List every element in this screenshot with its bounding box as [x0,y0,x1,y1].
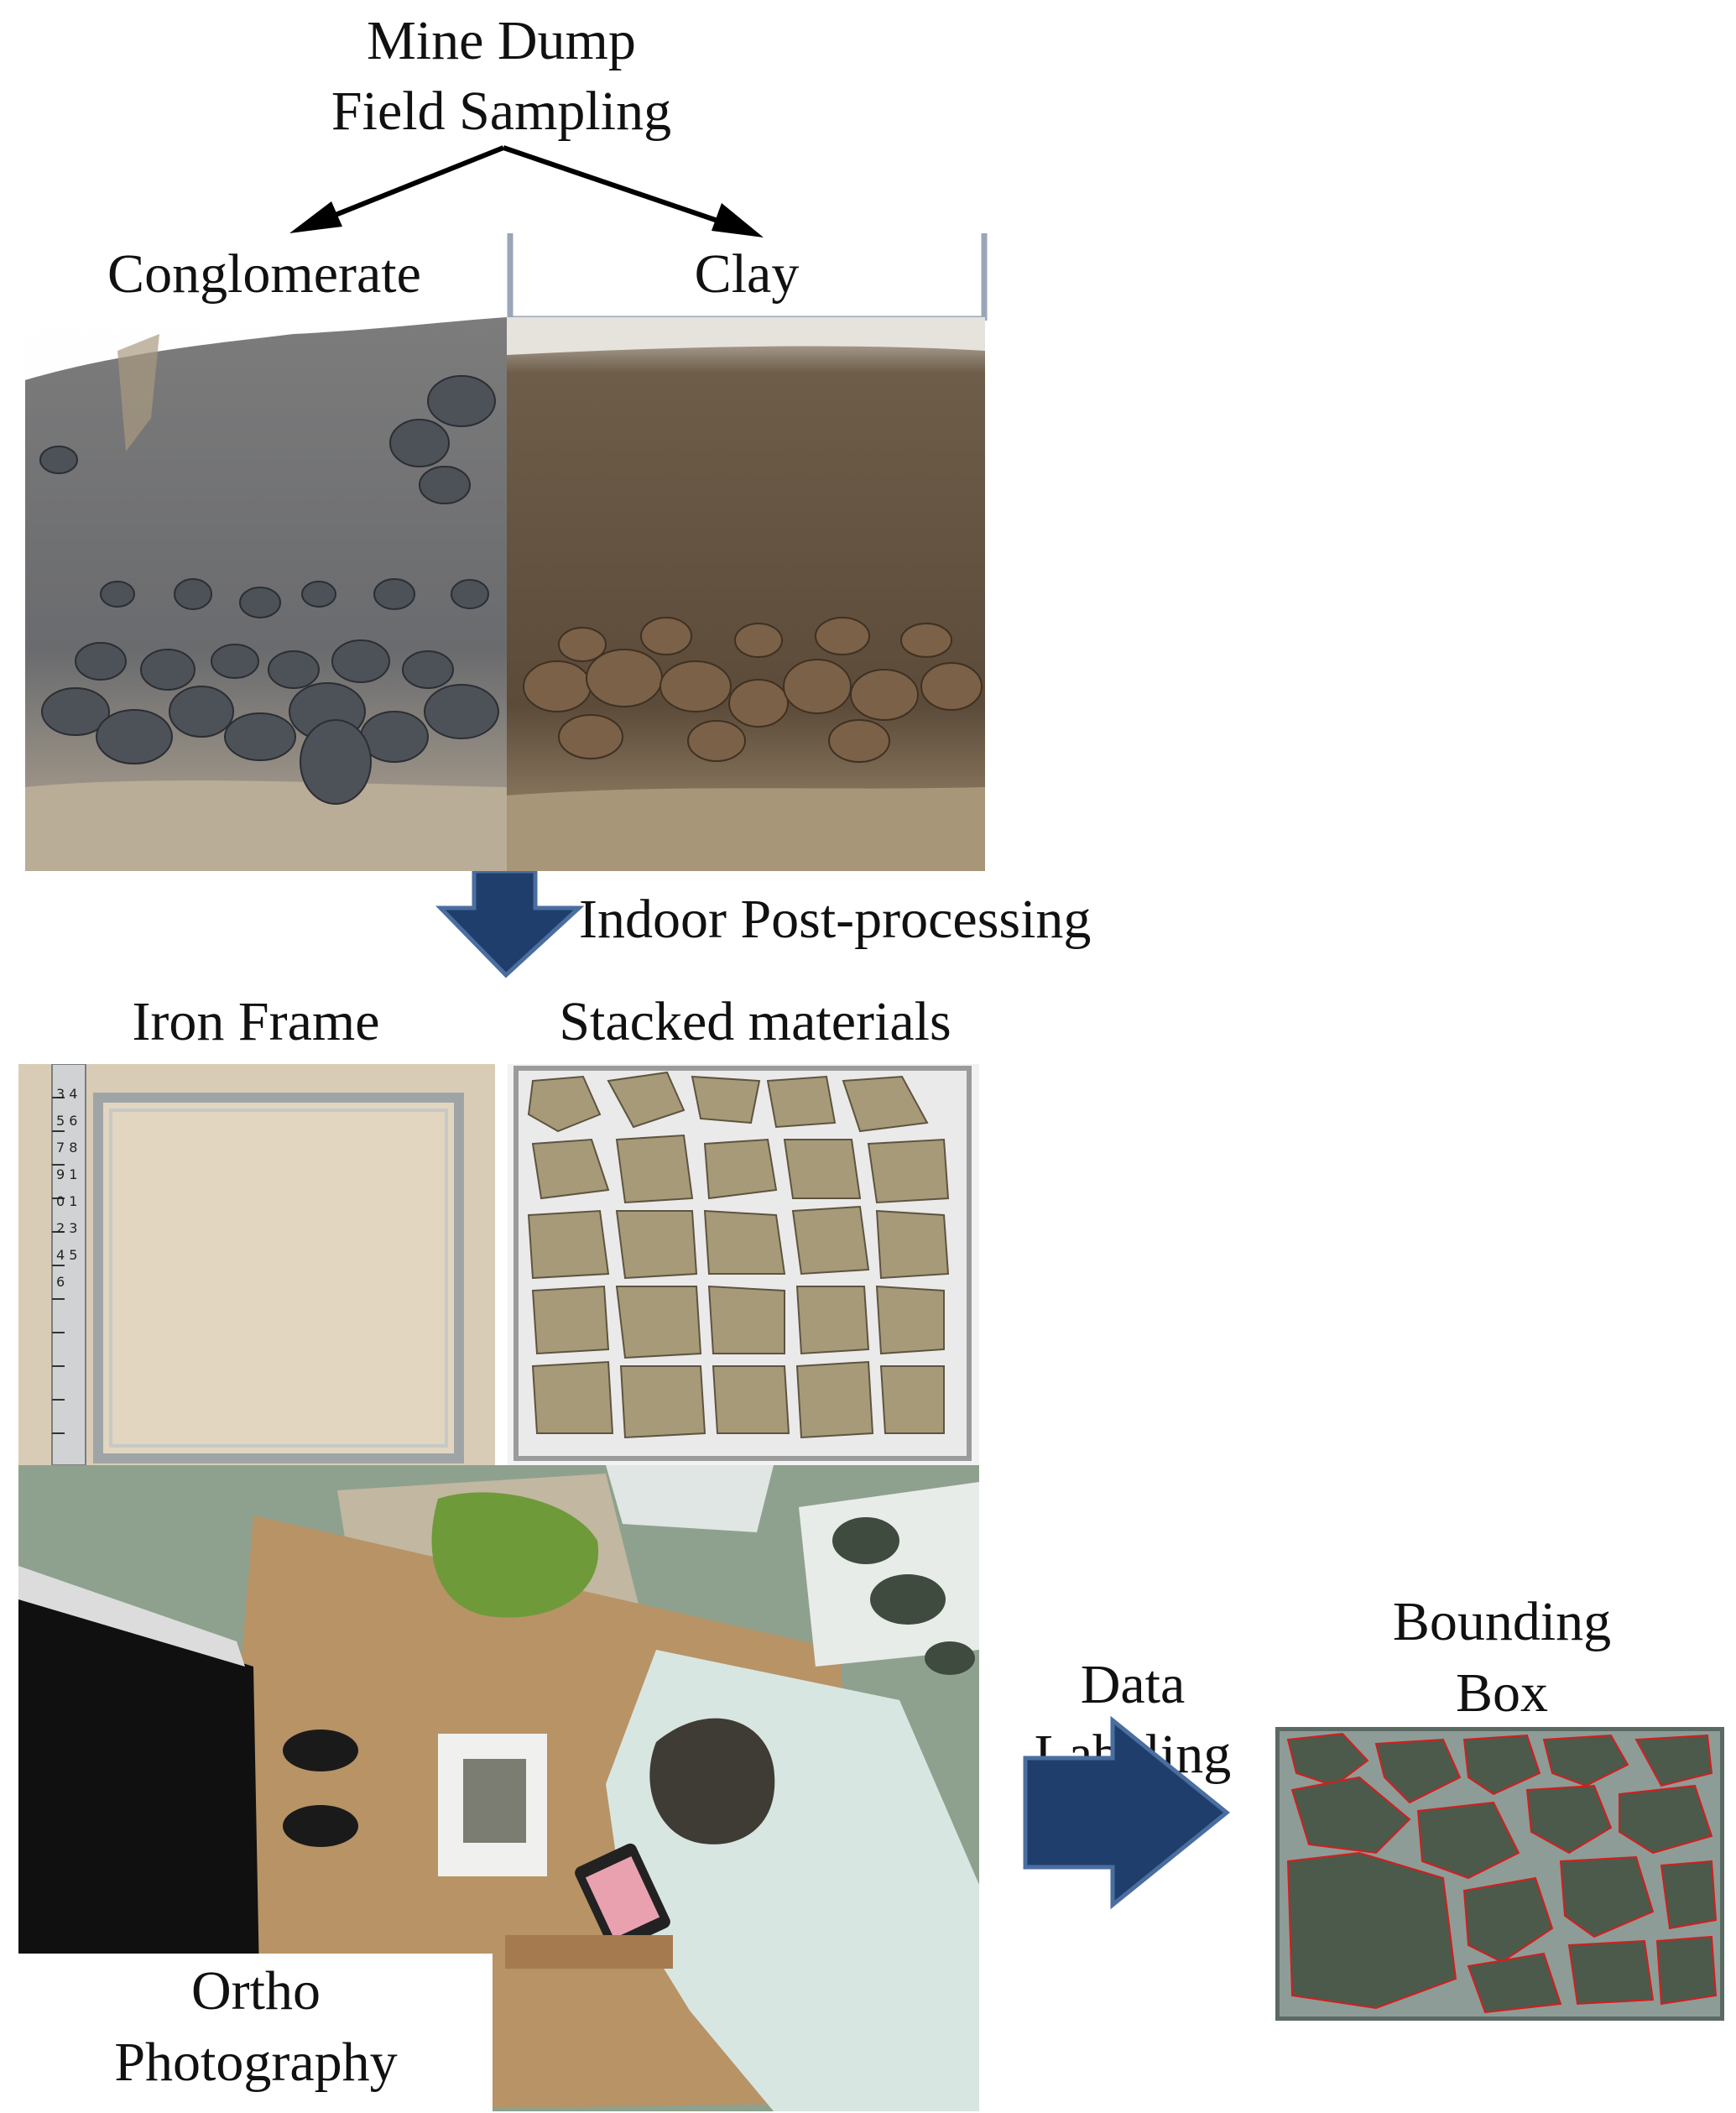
ruler-marks: 3 4 5 6 7 8 9 10 1 2 3 4 5 6 [56,1086,78,1290]
ortho-label-line-2: Photography [114,2032,398,2093]
clay-bracket [507,233,988,322]
clay-photo [507,317,985,871]
down-arrow [435,869,585,978]
clay-label: Clay [694,243,800,305]
stacked-materials-label: Stacked materials [559,991,951,1052]
ortho-label-line-1: Ortho [191,1960,321,2022]
conglomerate-label: Conglomerate [107,243,421,305]
conglomerate-photo [25,317,507,871]
stacked-materials-photo [508,1064,979,1465]
ortho-photography-photo [18,1465,979,2111]
iron-frame-label: Iron Frame [132,991,380,1052]
split-arrows [321,145,731,227]
right-arrow [1023,1715,1230,1910]
ortho-caption-box [18,1954,493,2113]
arrowhead-right [712,203,764,237]
arrowhead-left [289,201,342,233]
data-labeling-line-1: Data [1080,1654,1186,1715]
iron-frame-photo: 3 4 5 6 7 8 9 10 1 2 3 4 5 6 [18,1064,495,1465]
bounding-box-result-photo [1275,1727,1724,2021]
bounding-box-line-1: Bounding [1392,1591,1612,1652]
indoor-post-processing-label: Indoor Post-processing [579,889,1092,950]
title-line-2: Field Sampling [331,81,672,142]
title-line-1: Mine Dump [367,10,636,71]
bounding-box-line-2: Box [1455,1662,1549,1724]
